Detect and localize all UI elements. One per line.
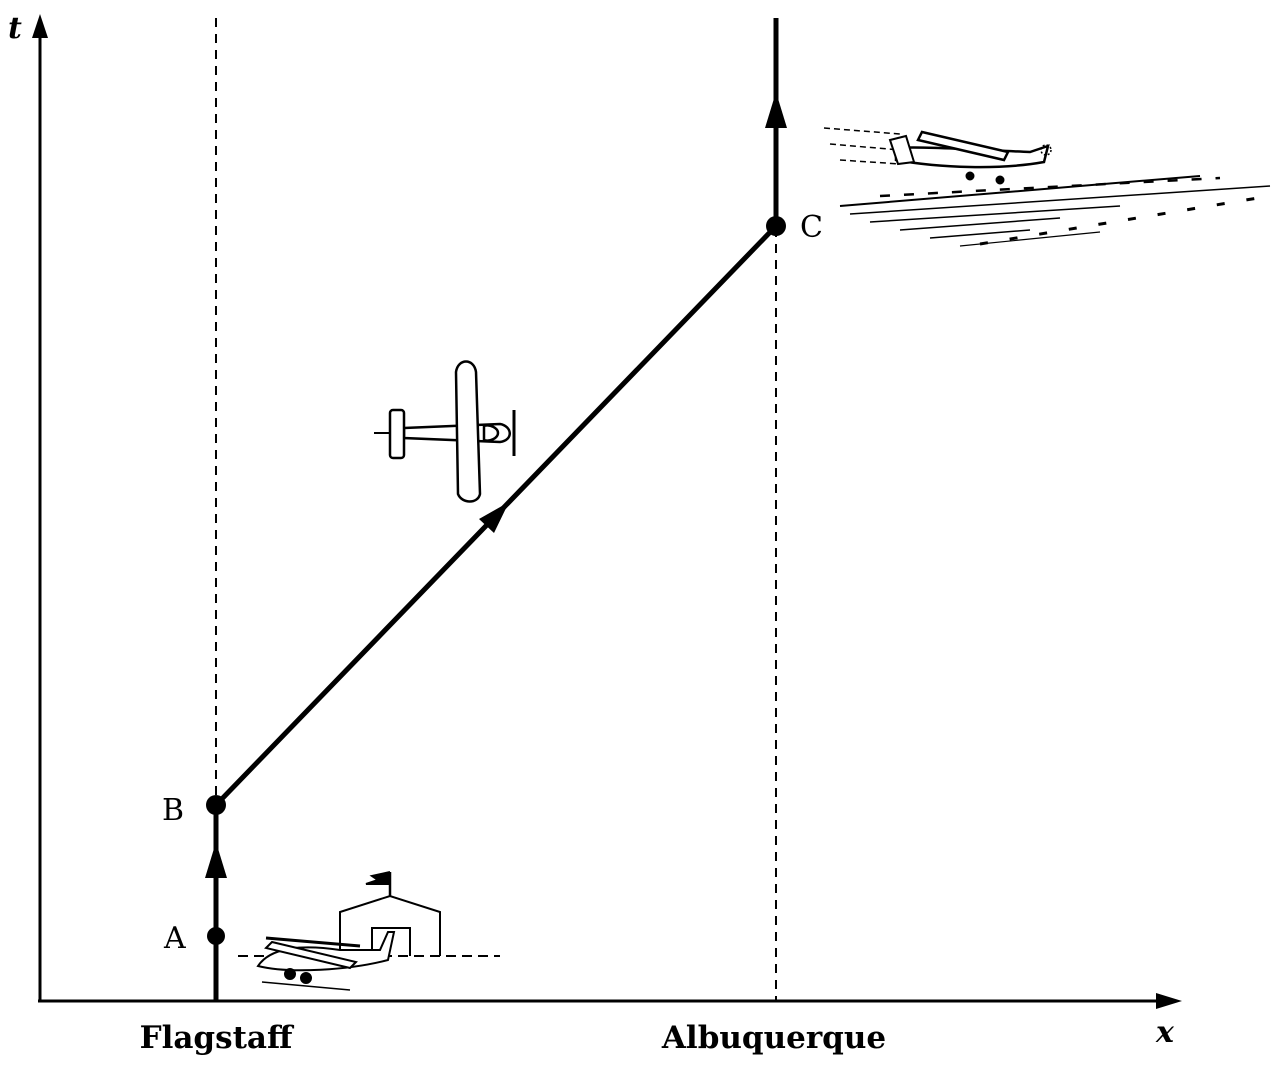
event-a-dot (207, 927, 225, 945)
arrival-direction-arrow-icon (765, 92, 787, 128)
event-c-dot (766, 216, 786, 236)
event-b-label: B (162, 793, 184, 828)
flight-direction-arrow-icon (479, 502, 509, 533)
t-axis-arrow-icon (32, 14, 48, 38)
x-axis-arrow-icon (1156, 993, 1182, 1009)
flying-plane-icon (374, 360, 516, 503)
landing-plane-runway-icon (823, 127, 1271, 247)
albuquerque-label: Albuquerque (661, 1020, 886, 1056)
event-b-dot (206, 795, 226, 815)
event-c-label: C (800, 210, 823, 245)
flagstaff-label: Flagstaff (140, 1020, 295, 1056)
parked-plane-hangar-icon (238, 871, 500, 991)
t-axis-label: t (8, 11, 22, 46)
x-axis-label: x (1155, 1015, 1175, 1050)
wait-direction-arrow-icon (205, 842, 227, 878)
event-a-label: A (163, 921, 186, 956)
